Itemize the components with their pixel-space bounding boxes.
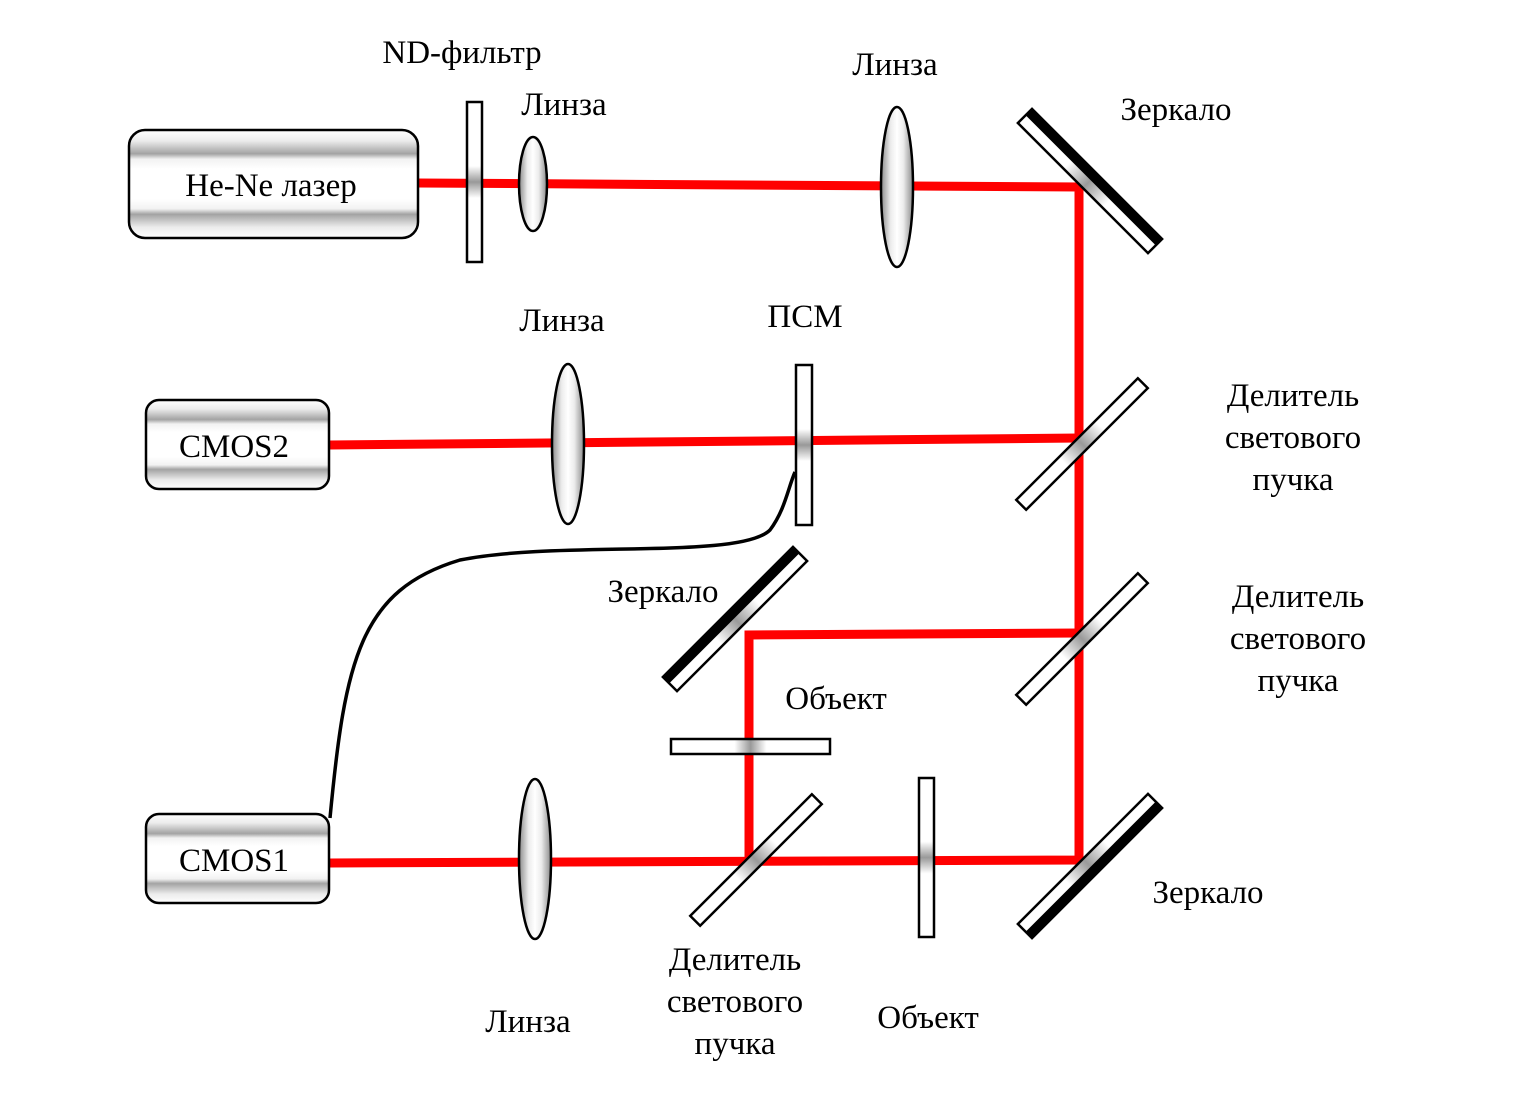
splitter-3-label-line1: Делитель (669, 942, 801, 978)
slm-cable (328, 471, 797, 819)
cmos2-label: CMOS2 (179, 429, 289, 465)
slm-plate (794, 363, 814, 527)
lens-bottom-label: Линза (485, 1004, 571, 1040)
lens-bottom (517, 777, 553, 941)
laser-beams (329, 178, 1084, 868)
nd-filter-label: ND-фильтр (382, 35, 541, 71)
splitter-1-label-line3: пучка (1253, 462, 1334, 498)
beam-splitter-3 (688, 792, 824, 928)
splitter-1-label-line2: светового (1225, 420, 1361, 456)
cmos1-camera (144, 812, 331, 905)
lens-top-large (879, 105, 915, 269)
splitter-1-label-line1: Делитель (1227, 378, 1359, 414)
beam-object-branch (744, 628, 1080, 858)
splitter-3-label-line2: светового (667, 984, 803, 1020)
beam-to-cmos2 (329, 433, 1080, 450)
object-upper-label: Объект (785, 681, 887, 717)
object-plate-lower (917, 776, 936, 939)
splitter-2-label-line1: Делитель (1232, 579, 1364, 615)
lens-top-small-label: Линза (521, 87, 607, 123)
lens-top-small (517, 135, 549, 233)
splitter-2-label-line2: светового (1230, 621, 1366, 657)
object-plate-upper (669, 737, 832, 756)
beam-main (329, 178, 1084, 868)
cmos2-camera (144, 398, 331, 491)
laser-label: He-Ne лазер (185, 168, 357, 204)
splitter-3-label-line3: пучка (695, 1026, 776, 1062)
mirror-bottom-right (1016, 792, 1164, 940)
lens-top-large-label: Линза (852, 47, 938, 83)
lens-middle (550, 362, 586, 526)
object-lower-label: Объект (877, 1000, 979, 1036)
slm-label: ПСМ (767, 299, 842, 335)
beam-splitter-1 (1014, 376, 1150, 512)
mirror-bottom-right-label: Зеркало (1152, 875, 1263, 911)
mirror-middle-label: Зеркало (607, 574, 718, 610)
beam-splitter-2 (1014, 571, 1150, 707)
splitter-2-label-line3: пучка (1258, 663, 1339, 699)
mirror-top-right-label: Зеркало (1120, 92, 1231, 128)
mirror-top-right (1016, 107, 1164, 255)
he-ne-laser (127, 128, 420, 240)
nd-filter (465, 100, 484, 264)
lens-middle-label: Линза (519, 303, 605, 339)
cmos1-label: CMOS1 (179, 843, 289, 879)
mirror-middle (661, 545, 809, 693)
